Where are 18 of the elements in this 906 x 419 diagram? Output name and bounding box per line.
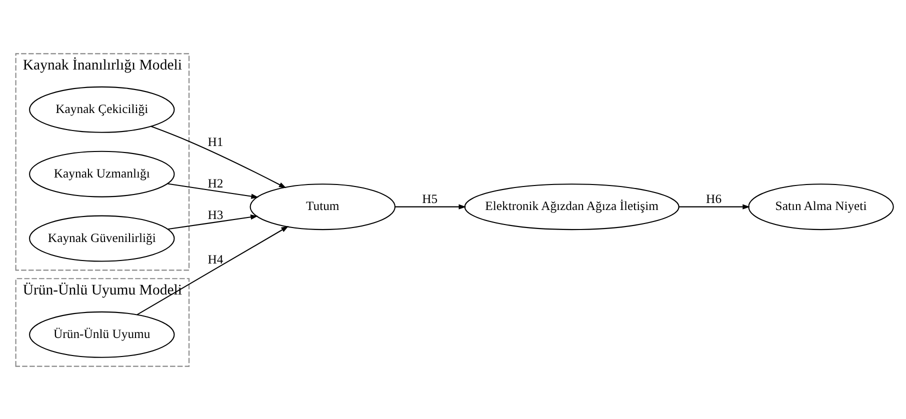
node-ellipse: Elektronik Ağızdan Ağıza İletişim: [464, 183, 680, 230]
node-ellipse: Kaynak Güvenilirliği: [29, 214, 175, 262]
edge-label: H5: [422, 192, 438, 206]
arrow: [168, 214, 258, 230]
edge-label: H1: [208, 134, 224, 149]
arrow: [395, 204, 466, 209]
node-ellipse: Satın Alma Niyeti: [748, 183, 894, 230]
node-ellipse: Kaynak Uzmanlığı: [29, 150, 175, 197]
arrow: [150, 125, 286, 188]
node-ellipse: Ürün-Ünlü Uyumu: [29, 310, 175, 358]
arrow: [679, 204, 750, 209]
edge-label: H2: [208, 176, 224, 190]
node-ellipse: Kaynak Çekiciliği: [29, 86, 175, 132]
edge-label: H3: [208, 208, 224, 222]
edge-label: H4: [208, 252, 224, 266]
edge-label: H6: [706, 192, 722, 206]
arrow: [168, 182, 259, 198]
arrow: [136, 226, 289, 315]
